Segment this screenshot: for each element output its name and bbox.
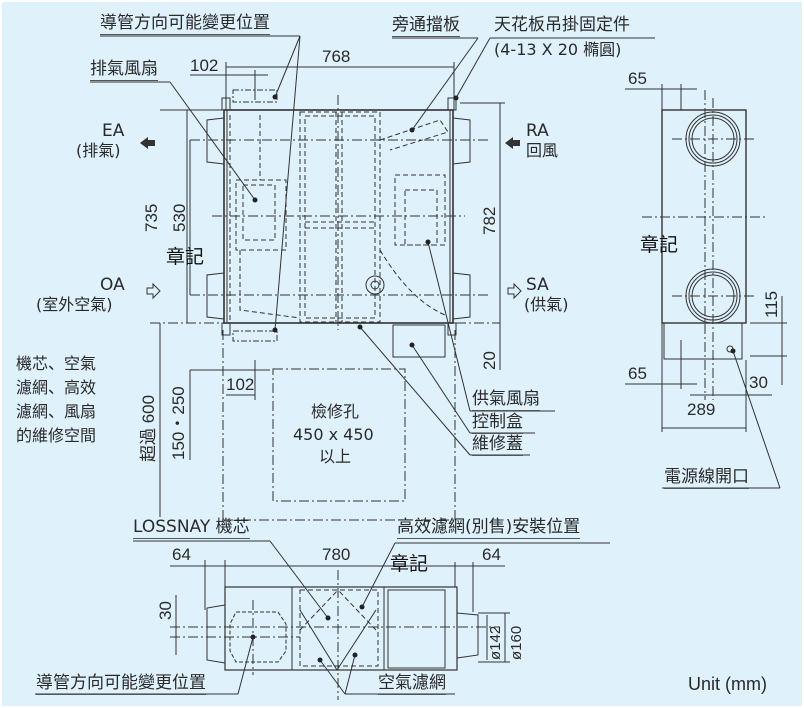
dim-side-30: 30	[749, 373, 768, 392]
label-ceiling-bracket-spec: (4-13 X 20 橢圓)	[494, 40, 622, 59]
label-supply-fan: 供氣風扇	[472, 389, 540, 411]
label-lossnay-core: LOSSNAY 機芯	[133, 517, 250, 539]
label-ra: RA	[526, 121, 549, 141]
sa-arrow-icon	[507, 282, 522, 300]
leader-dots	[250, 94, 736, 663]
label-air-filter: 空氣濾網	[378, 673, 446, 695]
side-view-centerlines	[642, 90, 767, 400]
label-inspection-hole-size: 450 x 450	[293, 425, 374, 444]
inspection-hole	[272, 368, 406, 502]
dim-side-width: 289	[687, 400, 716, 419]
dim-side-115: 115	[762, 290, 781, 318]
dim-bottom-width: 780	[322, 545, 351, 564]
label-power-inlet: 電源線開口	[664, 467, 749, 489]
label-sa-sub: (供氣)	[524, 295, 569, 314]
dim-bottom-right: 64	[482, 545, 501, 564]
dim-bottom-left: 64	[172, 545, 191, 564]
label-ea-sub: (排氣)	[76, 141, 121, 160]
dim-side-top-offset: 65	[628, 69, 647, 88]
bottom-view-dimension-lines	[170, 560, 510, 663]
label-ea: EA	[102, 121, 125, 141]
dim-top-offset: 102	[190, 56, 219, 75]
dim-service-depth: 超過 600	[139, 394, 158, 462]
bottom-view-unit	[206, 586, 479, 671]
label-duct-direction-top: 導管方向可能變更位置	[100, 13, 270, 35]
dim-service-range: 150・250	[169, 386, 188, 460]
dim-bottom-30: 30	[156, 601, 175, 620]
top-view-centerlines	[150, 95, 500, 521]
stamp-top-view: 章記	[166, 246, 205, 268]
label-control-box: 控制盒	[472, 412, 523, 434]
label-inspection-hole-title: 檢修孔	[311, 402, 360, 421]
label-hepa-filter: 高效濾網(別售)安裝位置	[397, 517, 581, 539]
dim-height-right: 782	[480, 206, 499, 235]
label-ra-sub: 回風	[526, 141, 559, 160]
top-view-dimension-lines	[159, 62, 505, 517]
label-duct-direction-bottom: 導管方向可能變更位置	[36, 673, 206, 695]
ra-arrow-icon	[505, 137, 520, 149]
label-ceiling-bracket: 天花板吊掛固定件	[494, 15, 630, 35]
label-exhaust-fan: 排氣風扇	[90, 59, 158, 81]
dim-bottom-gap: 20	[480, 351, 499, 370]
label-maintenance-space: 機芯、空氣 濾網、高效 濾網、風扇 的維修空間	[16, 354, 97, 445]
stamp-bottom-view: 章記	[390, 553, 429, 575]
airflow-arrows	[140, 137, 520, 149]
airflow-outline-arrows	[146, 282, 522, 300]
dim-height-inner: 530	[170, 203, 189, 232]
dim-height-total: 735	[142, 203, 161, 232]
dim-top-width: 768	[322, 47, 351, 66]
label-bypass-damper: 旁通擋板	[392, 15, 460, 37]
label-sa: SA	[526, 275, 549, 295]
label-unit: Unit (mm)	[688, 674, 767, 694]
label-inspection-hole-min: 以上	[319, 447, 352, 466]
oa-arrow-icon	[146, 282, 161, 300]
label-oa-sub: (室外空氣)	[36, 295, 113, 314]
label-oa: OA	[100, 275, 125, 295]
label-maintenance-cover: 維修蓋	[472, 434, 523, 456]
top-view-leader-lines	[90, 35, 655, 456]
stamp-side-view: 章記	[640, 234, 679, 256]
dim-duct-outer: ø160	[508, 625, 525, 660]
dim-side-bottom-offset: 65	[628, 364, 647, 383]
dim-service-offset: 102	[226, 375, 255, 394]
side-view-dimension-lines	[625, 84, 787, 489]
dim-duct-inner: ø142	[487, 625, 504, 660]
ea-arrow-icon	[140, 137, 155, 149]
